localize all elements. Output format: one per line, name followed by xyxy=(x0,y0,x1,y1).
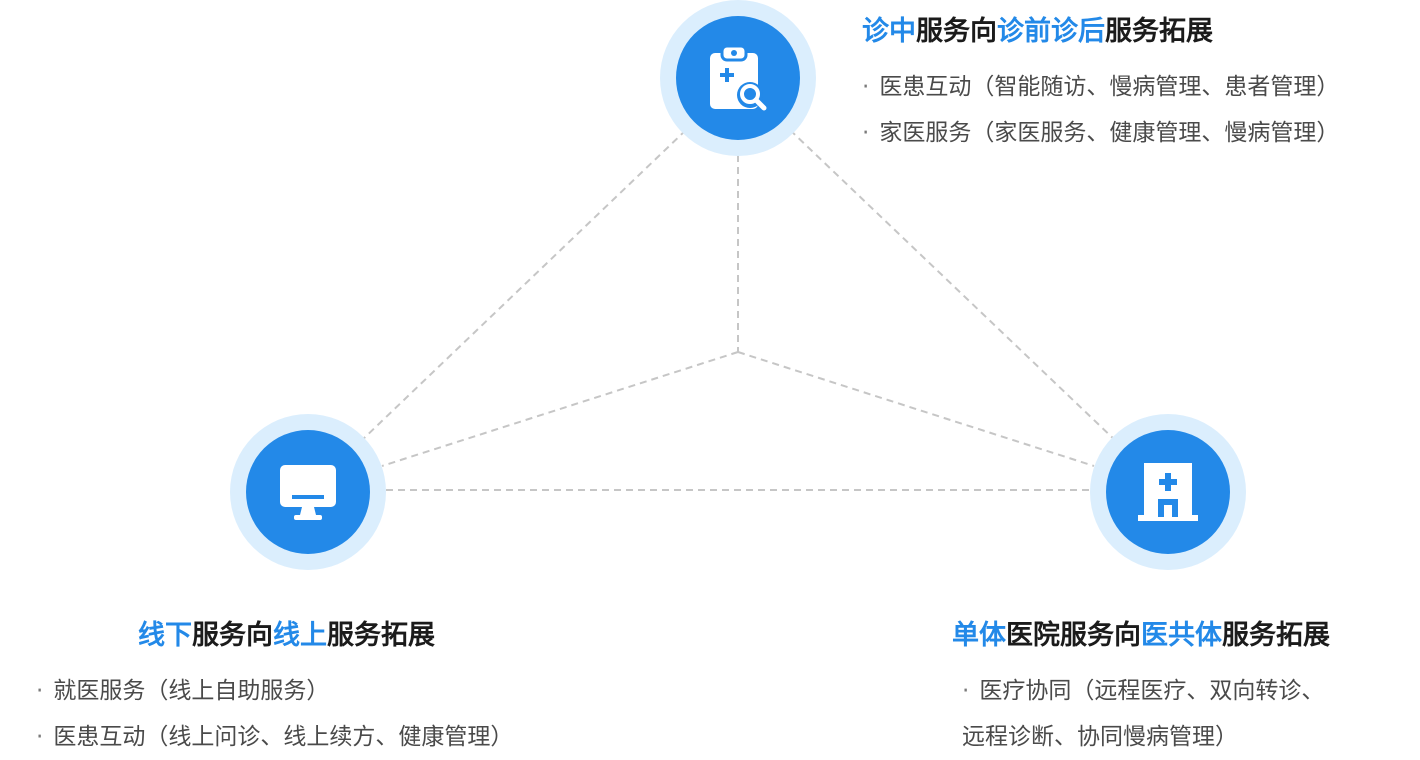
title-segment: 医院服务向 xyxy=(1006,620,1141,651)
title-segment: 服务向 xyxy=(916,16,997,47)
line-top-right xyxy=(789,129,1118,443)
left-items: ·就医服务（线上自助服务） ·医患互动（线上问诊、线上续方、健康管理） xyxy=(36,668,513,760)
list-item: ·医患互动（智能随访、慢病管理、患者管理） xyxy=(862,74,1340,100)
list-item: ·就医服务（线上自助服务） xyxy=(36,678,330,704)
title-segment: 服务拓展 xyxy=(327,620,435,651)
top-title: 诊中服务向诊前诊后服务拓展 xyxy=(862,14,1213,50)
right-title: 单体医院服务向医共体服务拓展 xyxy=(952,618,1330,654)
title-segment: 线上 xyxy=(273,620,327,651)
top-items: ·医患互动（智能随访、慢病管理、患者管理） ·家医服务（家医服务、健康管理、慢病… xyxy=(862,64,1339,156)
title-segment: 诊中 xyxy=(862,16,916,47)
title-segment: 服务向 xyxy=(192,620,273,651)
left-title: 线下服务向线上服务拓展 xyxy=(138,618,435,654)
right-items: ·医疗协同（远程医疗、双向转诊、 远程诊断、协同慢病管理） xyxy=(962,668,1324,760)
title-segment: 服务拓展 xyxy=(1222,620,1330,651)
right-node xyxy=(1090,414,1246,570)
list-item: ·医疗协同（远程医疗、双向转诊、 xyxy=(962,678,1325,704)
left-node-circle xyxy=(246,430,370,554)
title-segment: 单体 xyxy=(952,620,1006,651)
title-segment: 诊前诊后 xyxy=(997,16,1105,47)
top-node xyxy=(660,0,816,156)
right-node-circle xyxy=(1106,430,1230,554)
hospital-icon xyxy=(1138,463,1198,521)
line-top-left xyxy=(359,129,687,443)
line-center-left xyxy=(381,351,739,467)
list-item: ·医患互动（线上问诊、线上续方、健康管理） xyxy=(36,724,514,750)
clipboard-search-icon xyxy=(710,44,767,111)
list-item-continuation: 远程诊断、协同慢病管理） xyxy=(962,724,1238,750)
top-node-circle xyxy=(676,16,800,140)
line-center-right xyxy=(737,351,1095,467)
title-segment: 医共体 xyxy=(1141,620,1222,651)
title-segment: 服务拓展 xyxy=(1105,16,1213,47)
title-segment: 线下 xyxy=(138,620,192,651)
left-node xyxy=(230,414,386,570)
monitor-icon xyxy=(280,465,336,520)
list-item: ·家医服务（家医服务、健康管理、慢病管理） xyxy=(862,120,1340,146)
